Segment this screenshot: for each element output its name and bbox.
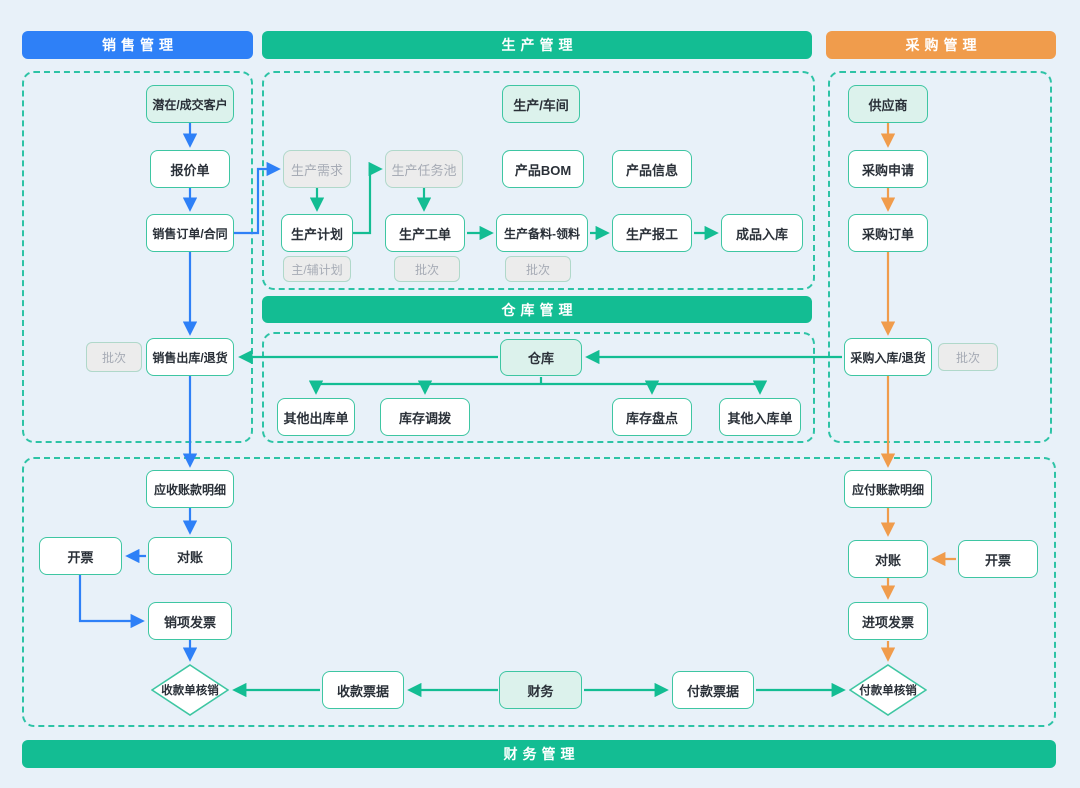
node-purchase-inbound: 采购入库/退货	[844, 338, 932, 376]
node-warehouse: 仓库	[500, 339, 582, 376]
node-quotation: 报价单	[150, 150, 230, 188]
node-other-inbound: 其他入库单	[719, 398, 801, 436]
node-other-outbound: 其他出库单	[277, 398, 355, 436]
node-finished-inbound: 成品入库	[721, 214, 803, 252]
header-purchase: 采购管理	[826, 31, 1056, 59]
node-sales-order: 销售订单/合同	[146, 214, 234, 252]
tag-batch-sales: 批次	[86, 342, 142, 372]
node-product-info: 产品信息	[612, 150, 692, 188]
tag-batch-material: 批次	[505, 256, 571, 282]
node-prod-task-pool: 生产任务池	[385, 150, 463, 188]
diamond-label: 收款单核销	[161, 685, 219, 697]
node-input-invoice: 进项发票	[848, 602, 928, 640]
node-stock-transfer: 库存调拨	[380, 398, 470, 436]
node-receipt-bill: 收款票据	[322, 671, 404, 709]
node-prod-workorder: 生产工单	[385, 214, 465, 252]
node-receipt-writeoff: 收款单核销	[151, 664, 229, 716]
header-production: 生产管理	[262, 31, 812, 59]
tag-batch-purchase: 批次	[938, 343, 998, 371]
node-prod-plan: 生产计划	[281, 214, 353, 252]
region-warehouse	[262, 332, 815, 443]
node-finance: 财务	[499, 671, 582, 709]
header-warehouse: 仓库管理	[262, 296, 812, 323]
node-prod-report: 生产报工	[612, 214, 692, 252]
region-purchase	[828, 71, 1052, 443]
node-customer: 潜在/成交客户	[146, 85, 234, 123]
node-payment-writeoff: 付款单核销	[849, 664, 927, 716]
node-payable: 应付账款明细	[844, 470, 932, 508]
node-output-invoice: 销项发票	[148, 602, 232, 640]
region-sales	[22, 71, 253, 443]
node-purchase-order: 采购订单	[848, 214, 928, 252]
node-stock-check: 库存盘点	[612, 398, 692, 436]
node-reconcile-left: 对账	[148, 537, 232, 575]
node-purchase-request: 采购申请	[848, 150, 928, 188]
tag-batch-workorder: 批次	[394, 256, 460, 282]
tag-main-aux-plan: 主/辅计划	[283, 256, 351, 282]
region-finance	[22, 457, 1056, 727]
node-receivable: 应收账款明细	[146, 470, 234, 508]
node-prod-demand: 生产需求	[283, 150, 351, 188]
node-invoice-right: 开票	[958, 540, 1038, 578]
region-production	[262, 71, 815, 290]
node-sales-outbound: 销售出库/退货	[146, 338, 234, 376]
node-invoice-left: 开票	[39, 537, 122, 575]
diamond-label: 付款单核销	[859, 685, 917, 697]
node-workshop: 生产/车间	[502, 85, 580, 123]
diamond-shape	[849, 664, 927, 716]
header-sales: 销售管理	[22, 31, 253, 59]
header-finance: 财务管理	[22, 740, 1056, 768]
node-payment-bill: 付款票据	[672, 671, 754, 709]
diamond-shape	[151, 664, 229, 716]
node-reconcile-right: 对账	[848, 540, 928, 578]
node-product-bom: 产品BOM	[502, 150, 584, 188]
node-prod-material: 生产备料-领料	[496, 214, 588, 252]
node-supplier: 供应商	[848, 85, 928, 123]
